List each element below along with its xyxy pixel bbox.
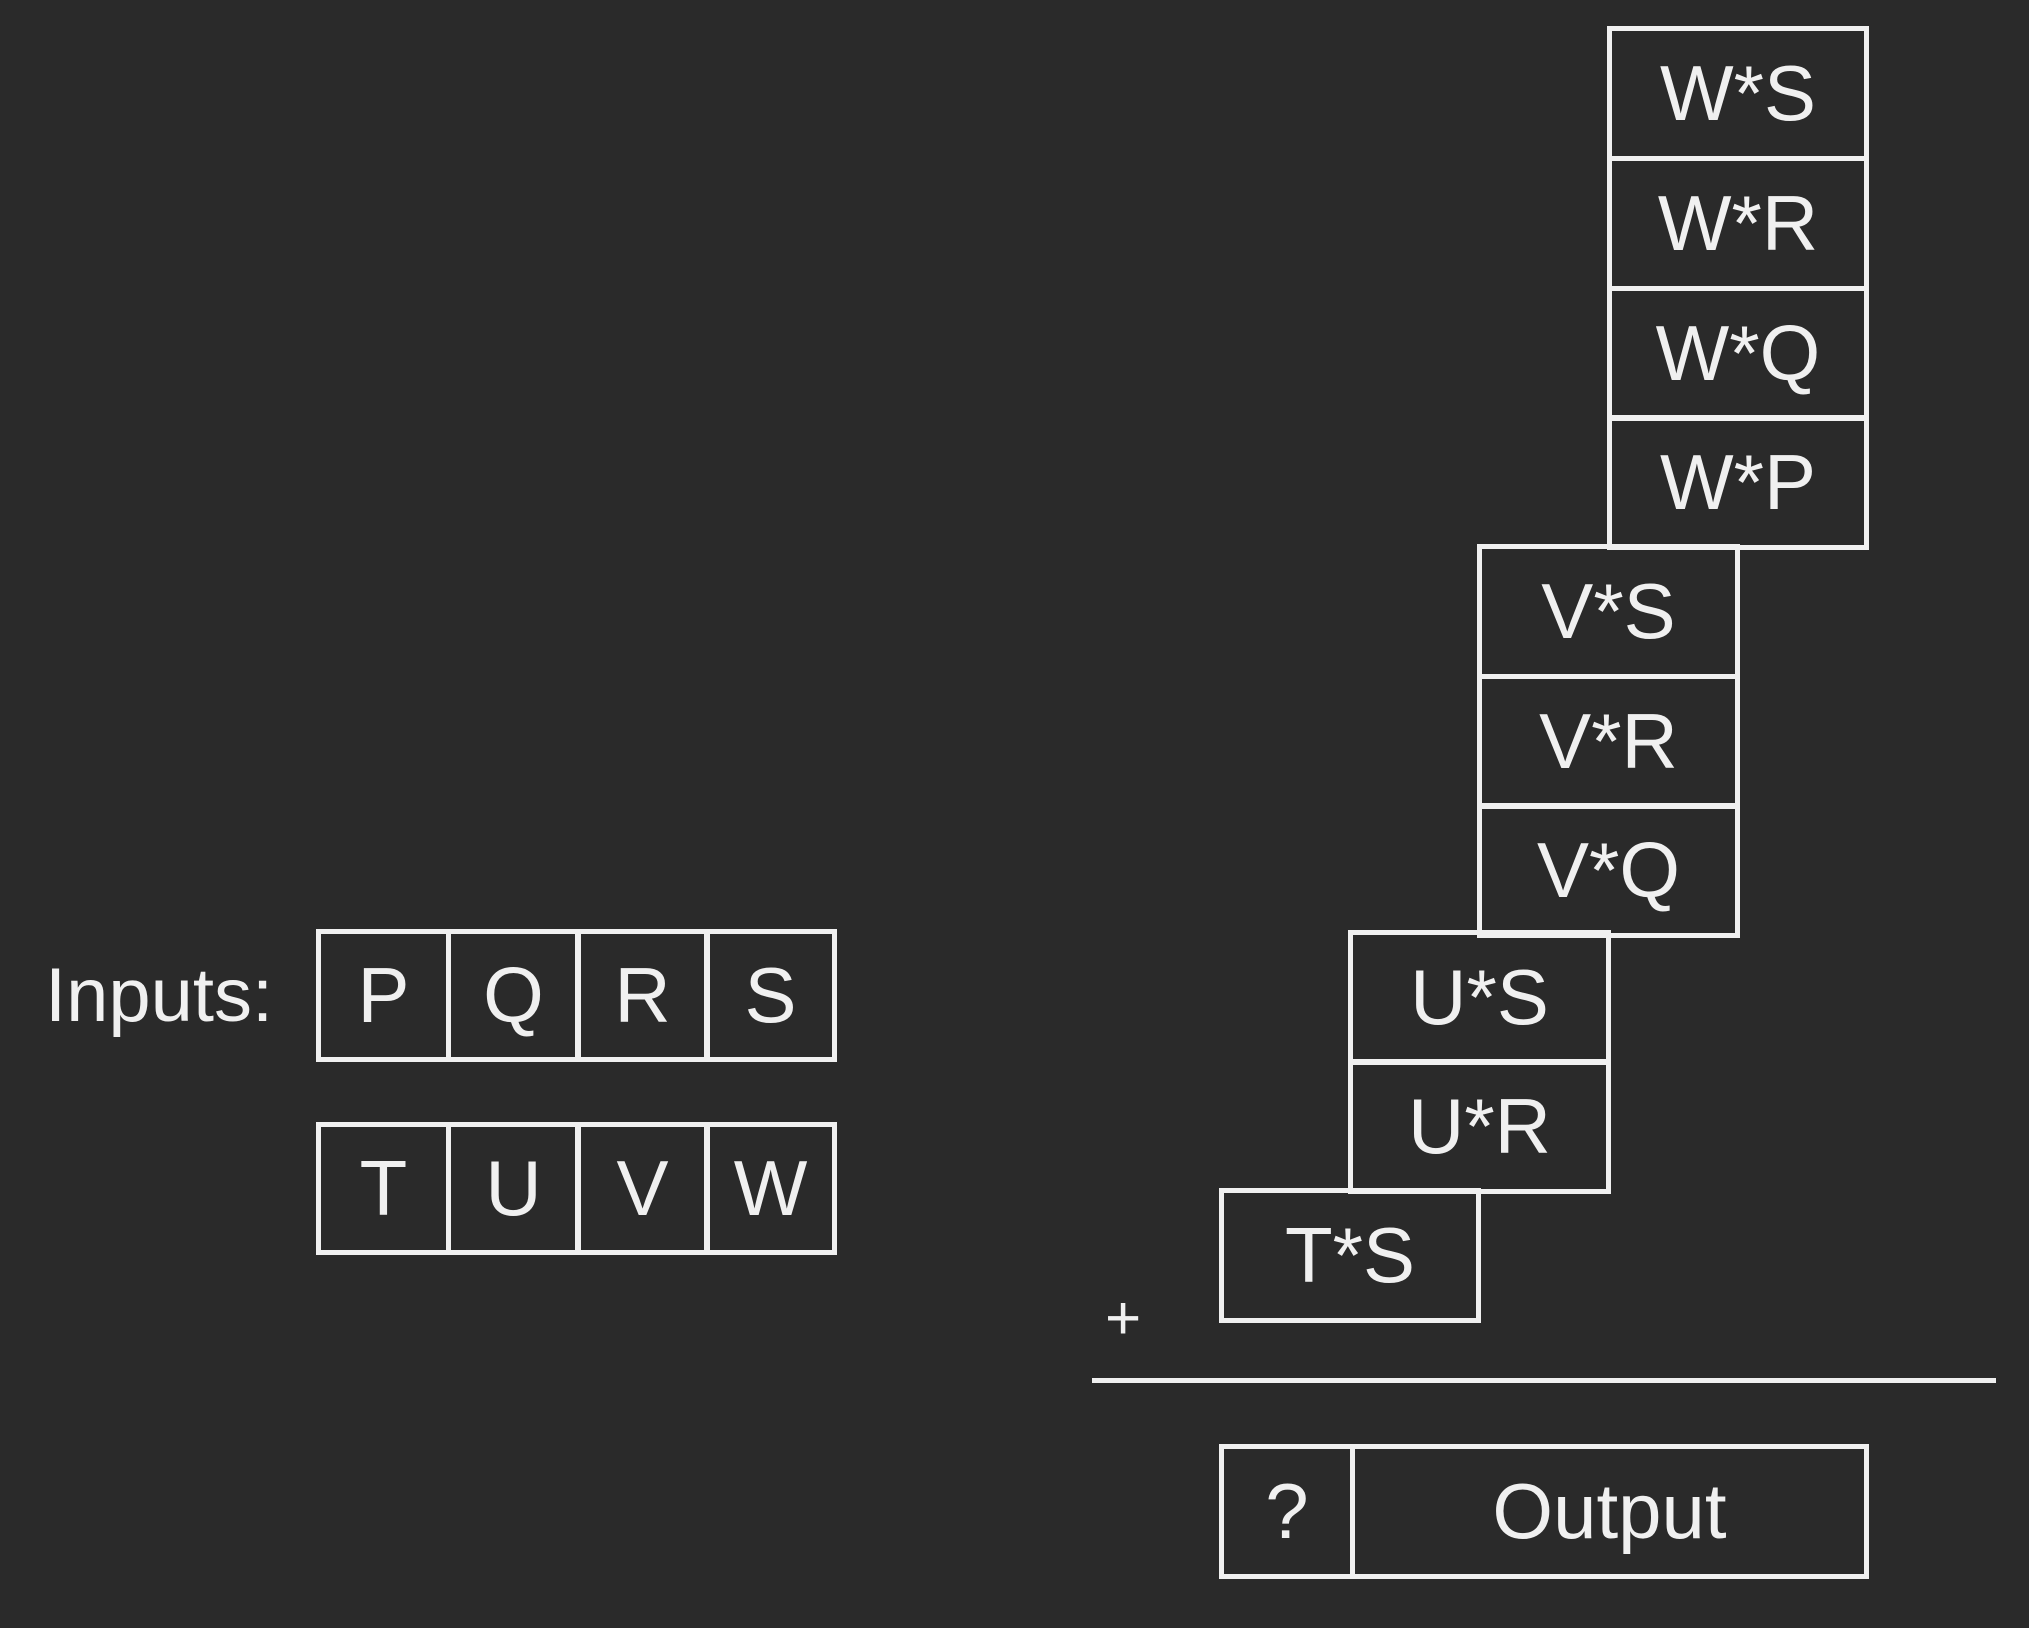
product-cell: U*R [1348, 1059, 1611, 1194]
input-cell-r: R [575, 929, 710, 1062]
input-cell-t: T [316, 1122, 451, 1255]
product-cell: W*S [1607, 26, 1869, 161]
plus-sign: + [1105, 1284, 1142, 1353]
output-unknown-cell: ? [1219, 1444, 1355, 1579]
product-cell: U*S [1348, 930, 1611, 1065]
input-cell-u: U [446, 1122, 581, 1255]
sum-line [1092, 1378, 1996, 1383]
product-cell: V*S [1477, 544, 1740, 679]
product-cell: T*S [1219, 1188, 1481, 1323]
inputs-label: Inputs: [45, 953, 274, 1038]
product-cell: V*Q [1477, 803, 1740, 938]
input-cell-w: W [704, 1122, 837, 1255]
output-cell: Output [1350, 1444, 1869, 1579]
product-cell: W*P [1607, 415, 1869, 550]
input-cell-q: Q [446, 929, 581, 1062]
input-cell-p: P [316, 929, 451, 1062]
product-cell: W*Q [1607, 286, 1869, 421]
product-cell: W*R [1607, 156, 1869, 291]
input-cell-v: V [575, 1122, 710, 1255]
product-cell: V*R [1477, 674, 1740, 809]
input-cell-s: S [704, 929, 837, 1062]
